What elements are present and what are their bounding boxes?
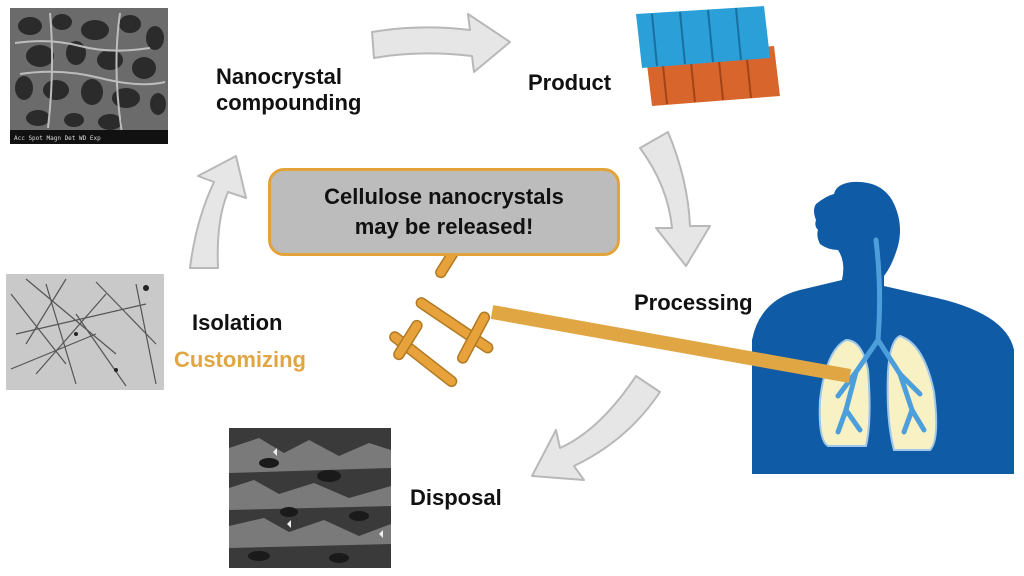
sem-image-porous: Acc Spot Magn Det WD Exp — [10, 8, 168, 144]
label-nanocrystal-compounding: Nanocrystal compounding — [216, 64, 362, 115]
callout-line-1: Cellulose nanocrystals — [324, 184, 564, 209]
label-product: Product — [528, 70, 612, 95]
label-customizing: Customizing — [174, 347, 306, 372]
cycle-arrow-right — [639, 131, 711, 267]
roof-product-icon — [636, 6, 780, 106]
label-isolation: Isolation — [192, 310, 283, 335]
release-pathway-line — [490, 305, 852, 383]
cycle-arrow-bottom — [531, 375, 661, 481]
human-lungs-icon — [752, 181, 1014, 474]
cycle-arrow-top — [371, 13, 511, 73]
cycle-arrow-left — [189, 155, 247, 269]
sem-image-rough — [229, 428, 391, 568]
release-warning-callout: Cellulose nanocrystals may be released! — [268, 168, 620, 256]
label-disposal: Disposal — [410, 485, 502, 510]
sem-image-fibers — [6, 274, 164, 390]
label-processing: Processing — [634, 290, 753, 315]
callout-line-2: may be released! — [354, 214, 534, 239]
nanocrystal-rods-icon — [389, 237, 494, 388]
sem-caption: Acc Spot Magn Det WD Exp — [14, 135, 101, 142]
